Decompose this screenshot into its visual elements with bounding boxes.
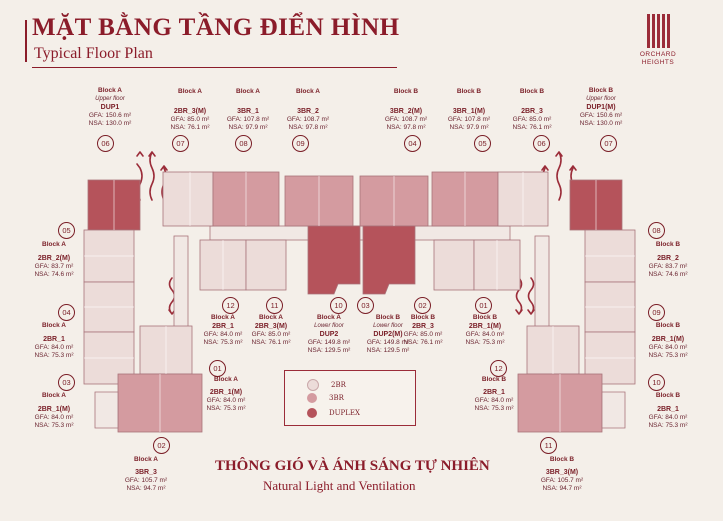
unit-label: Block B 2BR_3 GFA: 85.0 m² NSA: 76.1 m² [403, 314, 443, 346]
unit-label: Block B 3BR_2(M) GFA: 108.7 m² NSA: 97.8… [384, 88, 428, 131]
unit-label: Block A 2BR_1 GFA: 84.0 m² NSA: 75.3 m² [203, 314, 243, 346]
legend-item-2br: 2BR [307, 379, 346, 391]
unit-number-marker: 01 [475, 297, 492, 314]
unit-label: Block B Upper floor DUP1(M) GFA: 150.6 m… [579, 87, 623, 127]
footer-title-en: Natural Light and Ventilation [263, 478, 416, 493]
unit-label: Block A 2BR_1 GFA: 84.0 m² NSA: 75.3 m² [34, 322, 74, 359]
unit-label: Block A 3BR_2 GFA: 108.7 m² NSA: 97.8 m² [286, 88, 330, 131]
unit-label: Block B 2BR_1 GFA: 84.0 m² NSA: 75.3 m² [474, 376, 514, 412]
unit-label: Block B 2BR_1(M) GFA: 84.0 m² NSA: 75.3 … [648, 322, 688, 359]
legend-swatch-duplex [307, 408, 317, 418]
unit-number-marker: 04 [58, 304, 75, 321]
unit-label: Block B 2BR_1(M) GFA: 84.0 m² NSA: 75.3 … [465, 314, 505, 346]
legend: 2BR 3BR DUPLEX [284, 370, 416, 426]
unit-number-marker: 08 [648, 222, 665, 239]
unit-number-marker: 05 [58, 222, 75, 239]
unit-number-marker: 11 [540, 437, 557, 454]
unit-number-marker: 02 [414, 297, 431, 314]
page-title-vn: MẶT BẰNG TẦNG ĐIỂN HÌNH [32, 14, 400, 41]
page-title-en: Typical Floor Plan [34, 45, 153, 62]
unit-number-marker: 09 [292, 135, 309, 152]
legend-item-duplex: DUPLEX [307, 408, 360, 418]
brand-logo: ORCHARD HEIGHTS [628, 14, 688, 67]
unit-number-marker: 12 [490, 360, 507, 377]
unit-label: Block B 2BR_2 GFA: 83.7 m² NSA: 74.6 m² [648, 241, 688, 278]
unit-number-marker: 02 [153, 437, 170, 454]
unit-number-marker: 08 [235, 135, 252, 152]
logo-text-line1: ORCHARD [639, 51, 677, 58]
title-accent-bar [25, 20, 27, 62]
logo-mark-icon [628, 14, 688, 48]
unit-label: Block A 2BR_3(M) GFA: 85.0 m² NSA: 76.1 … [170, 88, 210, 131]
unit-label: Block A Lower floor DUP2 GFA: 149.8 m² N… [307, 314, 351, 354]
unit-label: Block A 2BR_2(M) GFA: 83.7 m² NSA: 74.6 … [34, 241, 74, 278]
unit-label: Block A 2BR_1(M) GFA: 84.0 m² NSA: 75.3 … [206, 376, 246, 412]
unit-label: Block B 3BR_3(M) GFA: 105.7 m² NSA: 94.7… [540, 456, 584, 492]
unit-label: Block B 2BR_1 GFA: 84.0 m² NSA: 75.3 m² [648, 392, 688, 429]
unit-label: Block B 3BR_1(M) GFA: 107.8 m² NSA: 97.9… [447, 88, 491, 131]
unit-number-marker: 10 [648, 374, 665, 391]
unit-label: Block A 2BR_1(M) GFA: 84.0 m² NSA: 75.3 … [34, 392, 74, 429]
unit-label: Block A 3BR_1 GFA: 107.8 m² NSA: 97.9 m² [226, 88, 270, 131]
unit-label: Block B 2BR_3 GFA: 85.0 m² NSA: 76.1 m² [512, 88, 552, 131]
unit-number-marker: 05 [474, 135, 491, 152]
footer-title-vn: THÔNG GIÓ VÀ ÁNH SÁNG TỰ NHIÊN [215, 458, 490, 474]
unit-number-marker: 01 [209, 360, 226, 377]
unit-number-marker: 03 [58, 374, 75, 391]
unit-label: Block A 2BR_3(M) GFA: 85.0 m² NSA: 76.1 … [251, 314, 291, 346]
unit-number-marker: 07 [172, 135, 189, 152]
legend-item-3br: 3BR [307, 393, 344, 403]
legend-swatch-3br [307, 393, 317, 403]
unit-number-marker: 06 [533, 135, 550, 152]
logo-text-line2: HEIGHTS [641, 59, 675, 66]
unit-number-marker: 12 [222, 297, 239, 314]
unit-number-marker: 07 [600, 135, 617, 152]
unit-number-marker: 11 [266, 297, 283, 314]
unit-label: Block B Lower floor DUP2(M) GFA: 149.8 m… [366, 314, 410, 354]
unit-label: Block A Upper floor DUP1 GFA: 150.6 m² N… [88, 87, 132, 127]
unit-label: Block A 3BR_3 GFA: 105.7 m² NSA: 94.7 m² [124, 456, 168, 492]
title-underline [32, 67, 397, 68]
unit-number-marker: 04 [404, 135, 421, 152]
unit-number-marker: 06 [97, 135, 114, 152]
unit-number-marker: 09 [648, 304, 665, 321]
unit-number-marker: 03 [357, 297, 374, 314]
unit-number-marker: 10 [330, 297, 347, 314]
legend-swatch-2br [307, 379, 319, 391]
